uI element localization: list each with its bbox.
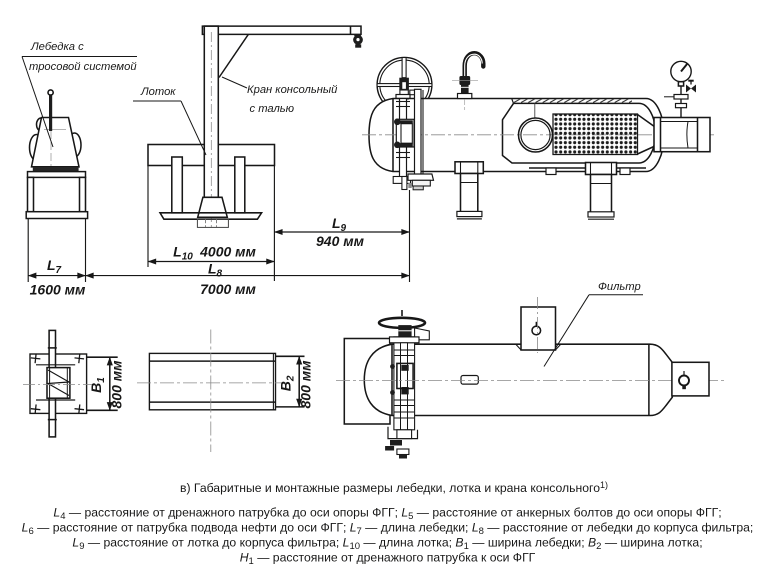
- svg-text:тросовой системой: тросовой системой: [29, 61, 137, 73]
- svg-text:4000 мм: 4000 мм: [199, 244, 256, 260]
- svg-text:в) Габаритные и монтажные разм: в) Габаритные и монтажные размеры лебедк…: [180, 480, 608, 495]
- svg-text:L6 — расстояние от патрубка по: L6 — расстояние от патрубка подвода нефт…: [22, 521, 754, 538]
- svg-text:Кран консольный: Кран консольный: [247, 84, 337, 96]
- svg-text:L9 — расстояние от лотка до ко: L9 — расстояние от лотка до корпуса филь…: [72, 536, 702, 553]
- svg-text:800 мм: 800 мм: [109, 360, 125, 409]
- svg-text:H1 — расстояние от дренажного: H1 — расстояние от дренажного патрубка к…: [240, 551, 536, 568]
- svg-text:Фильтр: Фильтр: [598, 281, 641, 293]
- svg-text:800 мм: 800 мм: [298, 360, 314, 409]
- svg-text:940 мм: 940 мм: [316, 233, 365, 249]
- svg-text:с талью: с талью: [250, 103, 295, 115]
- svg-text:7000 мм: 7000 мм: [200, 281, 256, 297]
- svg-text:1600 мм: 1600 мм: [30, 282, 86, 298]
- svg-text:L4 — расстояние от дренажного: L4 — расстояние от дренажного патрубка д…: [53, 506, 721, 523]
- svg-text:Лоток: Лоток: [140, 86, 176, 98]
- svg-text:Лебедка с: Лебедка с: [30, 41, 84, 53]
